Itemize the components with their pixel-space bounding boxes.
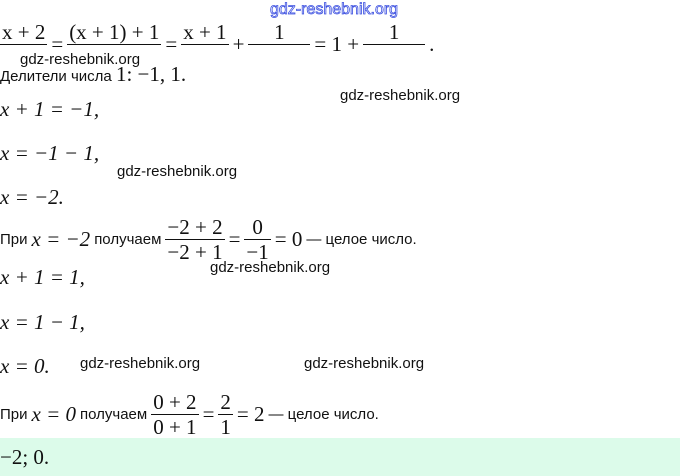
denominator: [203, 45, 207, 69]
period: .: [429, 32, 435, 56]
result: = 2: [236, 402, 265, 426]
divisors-values: 1: −1, 1.: [115, 62, 187, 86]
top-equation: x + 2 = (x + 1) + 1 = x + 1 + 1 = 1 + 1 …: [0, 20, 434, 69]
numerator: 2: [220, 390, 231, 414]
poluchaem-text: получаем: [80, 406, 148, 423]
denominator: −2 + 1: [167, 240, 223, 264]
integer-note: — целое число.: [306, 231, 417, 248]
watermark-top: gdz-reshebnik.org: [270, 1, 399, 19]
numerator: 0 + 2: [153, 390, 197, 414]
case1-line-2: x = −1 − 1,: [0, 141, 100, 165]
equals-sign: =: [202, 402, 215, 426]
watermark: gdz-reshebnik.org: [80, 355, 201, 372]
numerator: 1: [388, 20, 400, 44]
fraction: 1: [248, 20, 311, 69]
numerator: x + 2: [2, 20, 46, 44]
divisors-label: Делители числа: [0, 68, 116, 85]
numerator: (x + 1) + 1: [69, 20, 160, 44]
fraction: x + 1: [181, 20, 229, 69]
watermark: gdz-reshebnik.org: [20, 51, 141, 68]
result: = 0: [274, 227, 303, 251]
answer-box: −2; 0.: [0, 438, 680, 476]
case1-check: При x = −2 получаем −2 + 2−2 + 1 = 0−1 =…: [0, 215, 417, 264]
one-plus: = 1 +: [314, 32, 360, 56]
answer-text: −2; 0.: [0, 445, 50, 469]
denominator: [392, 45, 396, 69]
pri-text: При: [0, 406, 28, 423]
denominator: −1: [246, 240, 269, 264]
watermark: gdz-reshebnik.org: [340, 87, 461, 104]
equals-sign: =: [228, 227, 241, 251]
equals-sign: =: [51, 32, 64, 56]
fraction: 0−1: [244, 215, 271, 264]
fraction: −2 + 2−2 + 1: [165, 215, 225, 264]
numerator: −2 + 2: [167, 215, 223, 239]
denominator: [277, 45, 281, 69]
case1-line-1: x + 1 = −1,: [0, 97, 100, 121]
integer-note: — целое число.: [268, 406, 379, 423]
fraction: (x + 1) + 1: [67, 20, 162, 69]
case2-line-1: x + 1 = 1,: [0, 265, 85, 289]
equals-sign: =: [165, 32, 178, 56]
pri-text: При: [0, 231, 28, 248]
divisors-line: Делители числа 1: −1, 1.: [0, 62, 186, 87]
x-value: x = −2: [31, 227, 91, 251]
denominator: 0 + 1: [153, 415, 197, 439]
poluchaem-text: получаем: [94, 231, 162, 248]
numerator: 0: [252, 215, 263, 239]
watermark: gdz-reshebnik.org: [117, 163, 238, 180]
watermark: gdz-reshebnik.org: [210, 259, 331, 276]
watermark: gdz-reshebnik.org: [304, 355, 425, 372]
fraction: x + 2: [0, 20, 48, 69]
denominator: 1: [220, 415, 231, 439]
numerator: x + 1: [183, 20, 227, 44]
case2-line-3: x = 0.: [0, 354, 50, 378]
case2-line-2: x = 1 − 1,: [0, 310, 85, 334]
x-value: x = 0: [31, 402, 77, 426]
fraction: 1: [363, 20, 426, 69]
case1-line-3: x = −2.: [0, 185, 64, 209]
plus-sign: +: [232, 32, 245, 56]
numerator: 1: [274, 20, 285, 44]
